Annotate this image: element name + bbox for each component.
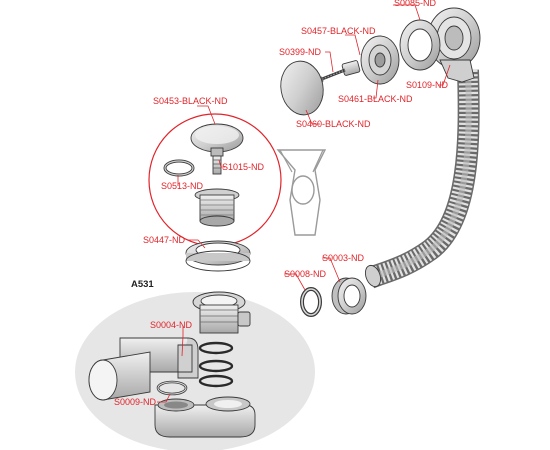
flange-part — [185, 240, 251, 272]
overflow-hose — [364, 69, 480, 289]
o-ring-part — [163, 159, 195, 177]
label-s0513: S0513-ND — [161, 181, 204, 191]
washer-part — [300, 287, 322, 317]
siphon-body-part — [88, 291, 251, 401]
label-s0460: S0460-BLACK-ND — [296, 119, 371, 129]
label-s1015: S1015-ND — [222, 162, 265, 172]
label-s0457: S0457-BLACK-ND — [301, 26, 376, 36]
nut-part — [341, 60, 361, 76]
label-s0003: S0003-ND — [322, 253, 365, 263]
plug-cap-part — [190, 123, 244, 153]
label-s0008: S0008-ND — [284, 269, 327, 279]
group-label-a531: A531 — [131, 279, 154, 290]
label-s0399: S0399-ND — [279, 47, 322, 57]
plug-spindle-part — [210, 147, 224, 175]
hose-nut-part — [331, 277, 367, 315]
drain-thread-part — [194, 188, 240, 227]
siphon-o-rings-part — [198, 341, 234, 388]
leader-lines — [157, 4, 451, 403]
bracket-tool-part — [276, 149, 327, 236]
overflow-ring-part — [399, 19, 441, 71]
overflow-cover-inner-part — [360, 35, 400, 85]
label-s0004: S0004-ND — [150, 320, 193, 330]
overflow-cap-part — [280, 60, 324, 116]
siphon-cup-part — [154, 396, 256, 438]
overflow-body-part — [427, 7, 481, 83]
label-s0009: S0009-ND — [114, 397, 157, 407]
label-s0109: S0109-ND — [406, 80, 449, 90]
label-s0461: S0461-BLACK-ND — [338, 94, 413, 104]
small-washer-part — [156, 380, 188, 396]
label-s0447: S0447-ND — [143, 235, 186, 245]
label-s0085: S0085-ND — [394, 0, 437, 8]
label-s0453: S0453-BLACK-ND — [153, 96, 228, 106]
